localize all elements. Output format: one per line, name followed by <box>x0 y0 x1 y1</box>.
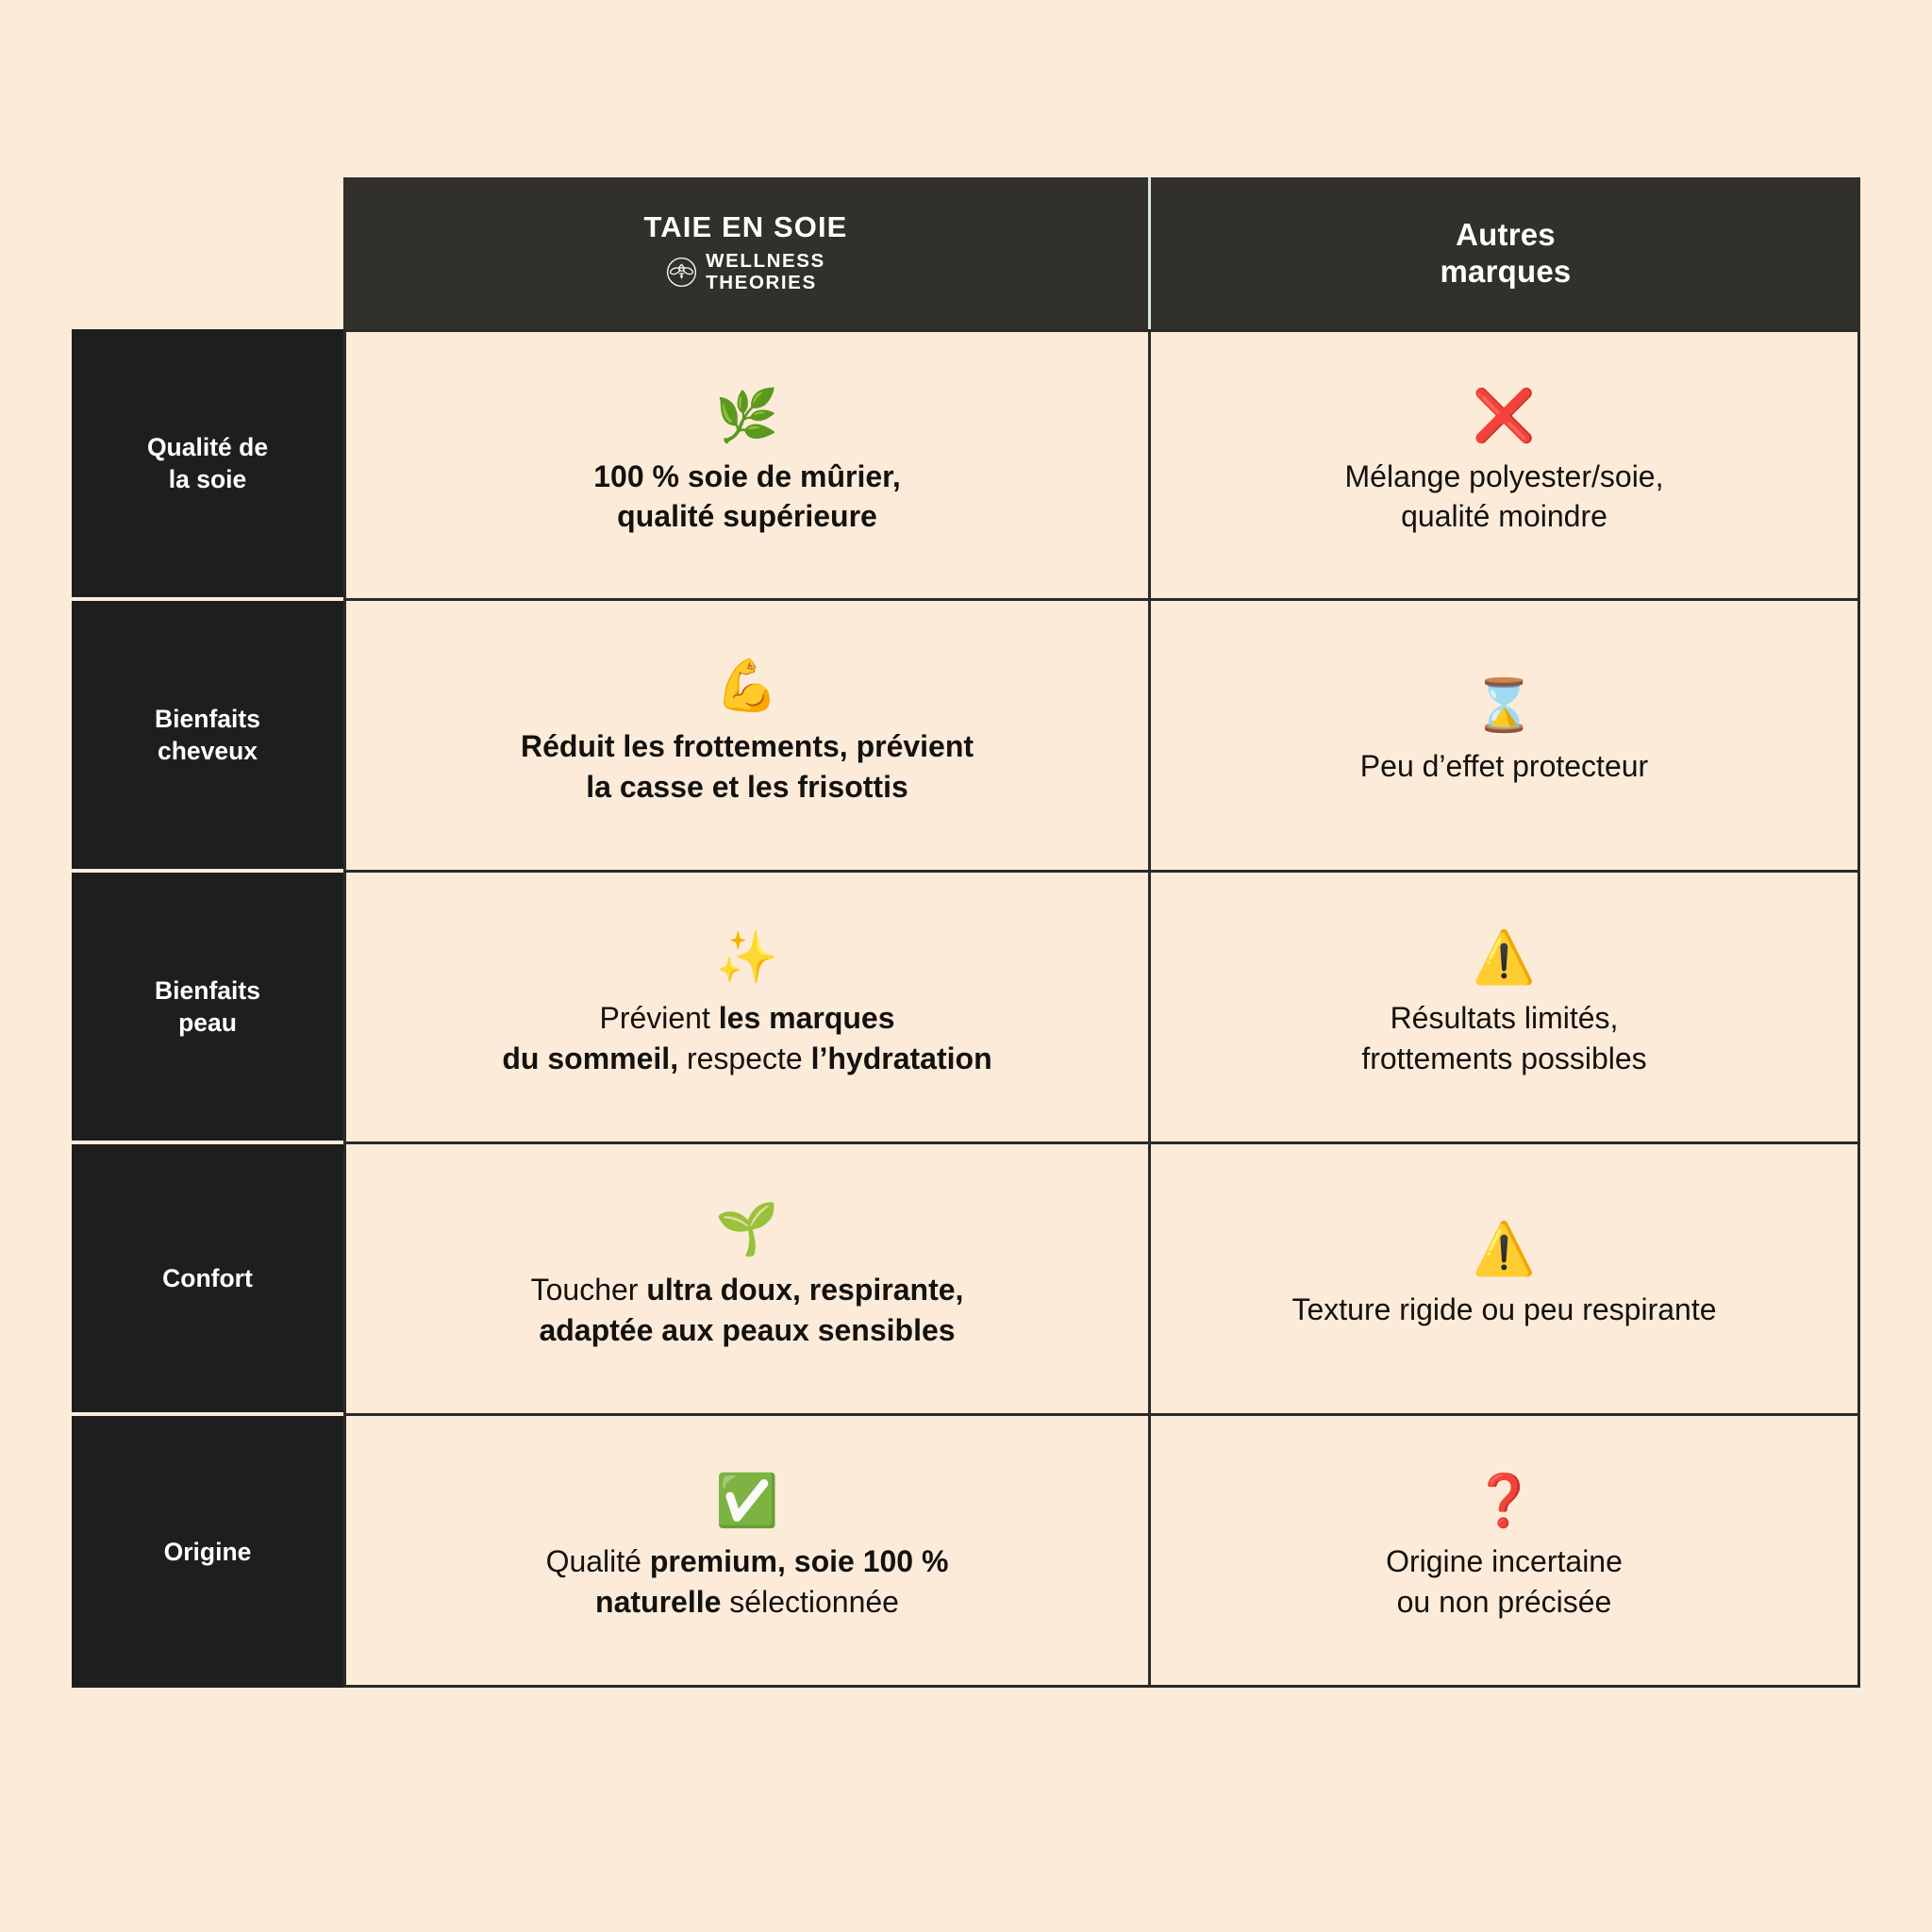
cell-brand-confort: 🌱 Toucher ultra doux, respirante, adapté… <box>343 1144 1151 1416</box>
text-plain: Qualité <box>545 1544 650 1579</box>
cell-text-line-2: naturelle sélectionnée <box>546 1582 949 1622</box>
cell-brand-text: Qualité premium, soie 100 % naturelle sé… <box>546 1541 949 1621</box>
row-label-bienfaits-peau: Bienfaits peau <box>72 873 343 1144</box>
cell-other-confort: ⚠️ Texture rigide ou peu respirante <box>1151 1144 1860 1416</box>
warning-triangle-icon: ⚠️ <box>1472 927 1537 988</box>
seedling-icon: 🌱 <box>715 1199 779 1259</box>
text-bold: les marques <box>718 1001 895 1036</box>
header-corner-spacer <box>72 177 343 329</box>
herb-leaf-icon: 🌿 <box>715 385 779 445</box>
cell-text-line-1: Qualité premium, soie 100 % <box>546 1541 949 1581</box>
row-label-line-1: Bienfaits <box>155 704 260 733</box>
cell-other-text: Origine incertaine ou non précisée <box>1386 1541 1623 1621</box>
cell-other-origine: ❓ Origine incertaine ou non précisée <box>1151 1416 1860 1688</box>
cell-text-line-1: Réduit les frottements, prévient <box>520 729 974 764</box>
cell-text-line-1: Mélange polyester/soie, <box>1344 458 1664 493</box>
cell-brand-qualite-de-la-soie: 🌿 100 % soie de mûrier, qualité supérieu… <box>343 329 1151 601</box>
brand-lockup: WELLNESS THEORIES <box>666 249 825 294</box>
row-label-line-1: Qualité de <box>146 432 269 461</box>
cell-brand-bienfaits-peau: ✨ Prévient les marques du sommeil, respe… <box>343 873 1151 1144</box>
hourglass-icon: ⌛ <box>1472 675 1537 736</box>
cell-brand-origine: ✅ Qualité premium, soie 100 % naturelle … <box>343 1416 1151 1688</box>
other-brands-line-1: Autres <box>1456 216 1556 252</box>
row-label-line-2: la soie <box>168 465 247 493</box>
cell-other-text: Mélange polyester/soie, qualité moindre <box>1345 457 1664 536</box>
row-label-line-1: Bienfaits <box>155 975 260 1005</box>
cell-text-line-1: Peu d’effet protecteur <box>1359 749 1649 784</box>
cell-other-text: Texture rigide ou peu respirante <box>1291 1290 1716 1329</box>
warning-triangle-icon: ⚠️ <box>1472 1219 1537 1279</box>
text-plain: respecte <box>678 1041 811 1075</box>
brand-subtitle: WELLNESS THEORIES <box>706 249 825 294</box>
cell-text-line-1: Résultats limités, <box>1390 1001 1619 1036</box>
cell-other-qualite-de-la-soie: ❌ Mélange polyester/soie, qualité moindr… <box>1151 329 1860 601</box>
red-question-mark-icon: ❓ <box>1472 1471 1537 1531</box>
bee-in-circle-icon <box>667 258 697 288</box>
header-brand-column: TAIE EN SOIE WELLNESS THEORIES <box>343 177 1151 329</box>
cell-text-line-1: Texture rigide ou peu respirante <box>1291 1292 1717 1327</box>
cell-text-line-1: Origine incertaine <box>1386 1544 1623 1579</box>
cell-brand-text: Réduit les frottements, prévient la cass… <box>521 726 974 806</box>
cell-other-text: Résultats limités, frottements possibles <box>1361 998 1646 1077</box>
cell-text-line-2: du sommeil, respecte l’hydratation <box>502 1039 991 1078</box>
cell-text-line-2: adaptée aux peaux sensibles <box>531 1310 964 1350</box>
text-bold: ultra doux, respirante, <box>646 1273 964 1307</box>
cell-text-line-1: 100 % soie de mûrier, <box>593 458 901 493</box>
other-brands-line-2: marques <box>1440 253 1572 289</box>
cell-text-line-2: ou non précisée <box>1396 1584 1612 1619</box>
cell-text-line-2: qualité supérieure <box>617 499 877 533</box>
row-label-origine: Origine <box>72 1416 343 1688</box>
row-label-line-1: Origine <box>163 1537 252 1566</box>
sparkles-icon: ✨ <box>715 927 779 988</box>
comparison-grid: TAIE EN SOIE WELLNESS THEORIES <box>72 177 1860 1688</box>
text-bold: l’hydratation <box>810 1041 992 1075</box>
cell-text-line-1: Prévient les marques <box>502 998 991 1038</box>
cell-text-line-2: frottements possibles <box>1361 1041 1647 1075</box>
text-plain: Prévient <box>599 1001 719 1036</box>
text-bold: du sommeil, <box>502 1041 679 1075</box>
cell-text-line-2: la casse et les frisottis <box>586 769 908 804</box>
red-cross-mark-icon: ❌ <box>1472 385 1537 445</box>
text-plain: Toucher <box>530 1273 647 1307</box>
brand-subtitle-line-2: THEORIES <box>706 271 817 293</box>
row-label-qualite-de-la-soie: Qualité de la soie <box>72 329 343 601</box>
header-other-brands-column: Autres marques <box>1151 177 1860 329</box>
comparison-table: TAIE EN SOIE WELLNESS THEORIES <box>72 177 1860 1688</box>
row-label-line-1: Confort <box>162 1263 253 1292</box>
cell-other-text: Peu d’effet protecteur <box>1360 746 1648 786</box>
row-label-line-2: peau <box>178 1008 237 1037</box>
row-label-line-2: cheveux <box>157 737 258 765</box>
cell-other-bienfaits-cheveux: ⌛ Peu d’effet protecteur <box>1151 601 1860 873</box>
brand-subtitle-line-1: WELLNESS <box>706 249 825 272</box>
cell-brand-bienfaits-cheveux: 💪 Réduit les frottements, prévient la ca… <box>343 601 1151 873</box>
green-check-mark-icon: ✅ <box>715 1471 779 1531</box>
cell-brand-text: Toucher ultra doux, respirante, adaptée … <box>531 1270 964 1349</box>
text-plain: sélectionnée <box>721 1584 899 1619</box>
text-bold: premium, soie 100 % <box>649 1544 949 1579</box>
flexed-biceps-icon: 💪 <box>715 656 779 716</box>
brand-title: TAIE EN SOIE <box>643 210 848 244</box>
row-label-confort: Confort <box>72 1144 343 1416</box>
cell-text-line-1: Toucher ultra doux, respirante, <box>531 1270 964 1309</box>
text-bold: adaptée aux peaux sensibles <box>539 1312 956 1347</box>
cell-brand-text: 100 % soie de mûrier, qualité supérieure <box>593 457 901 536</box>
cell-text-line-2: qualité moindre <box>1401 499 1607 533</box>
row-label-bienfaits-cheveux: Bienfaits cheveux <box>72 601 343 873</box>
cell-brand-text: Prévient les marques du sommeil, respect… <box>502 998 991 1077</box>
text-bold: naturelle <box>595 1584 722 1619</box>
cell-other-bienfaits-peau: ⚠️ Résultats limités, frottements possib… <box>1151 873 1860 1144</box>
